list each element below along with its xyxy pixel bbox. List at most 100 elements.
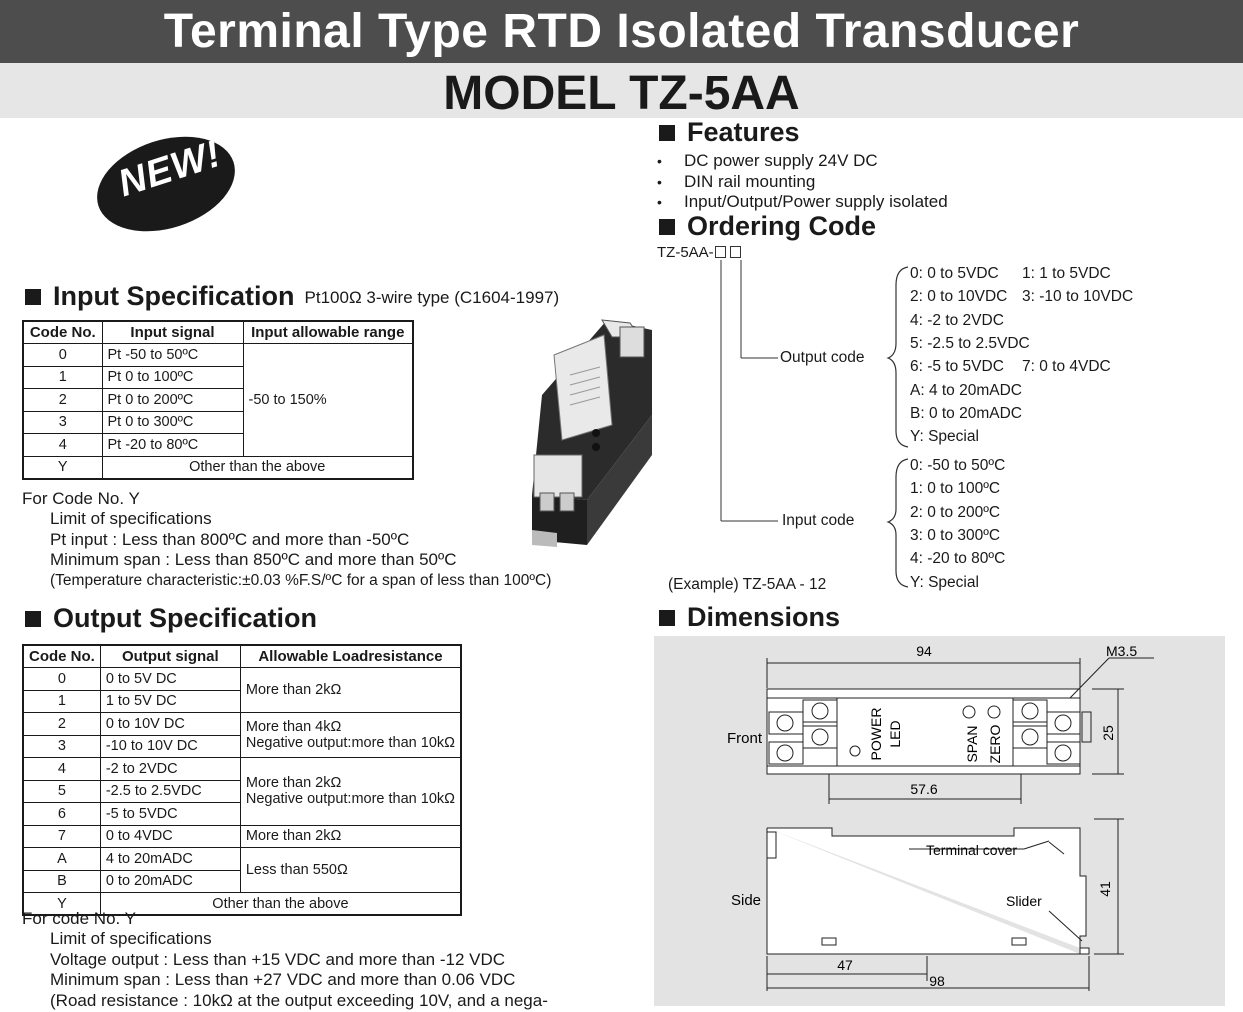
ordering-code-prefix: TZ-5AA- xyxy=(657,244,741,261)
signal-cell: 0 to 10V DC xyxy=(99,712,241,736)
code-cell: 5 xyxy=(22,779,101,803)
input-option: 0: -50 to 50ºC xyxy=(910,457,1006,474)
input-option: Y: Special xyxy=(910,574,979,591)
input-note: Minimum span : Less than 850ºC and more … xyxy=(50,550,457,569)
column-header: Allowable Loadresistance xyxy=(239,644,462,668)
product-image xyxy=(532,319,652,547)
code-cell: 4 xyxy=(22,433,103,457)
output-option: 3: -10 to 10VDC xyxy=(1022,288,1134,305)
load-cell: Less than 550Ω xyxy=(239,847,462,893)
output-option: 2: 0 to 10VDC xyxy=(910,288,1008,305)
column-header: Code No. xyxy=(22,644,101,668)
output-note: Voltage output : Less than +15 VDC and m… xyxy=(50,950,506,969)
code-cell: 2 xyxy=(22,388,103,412)
feature-item: •DC power supply 24V DC xyxy=(657,151,878,170)
code-cell: Y xyxy=(22,455,103,479)
table-row: 6-5 to 5VDC xyxy=(22,802,461,826)
ordering-code-lines xyxy=(720,260,909,588)
input-note: Limit of specifications xyxy=(50,509,212,528)
signal-cell: -2 to 2VDC xyxy=(99,757,241,781)
feature-item: •DIN rail mounting xyxy=(657,171,816,191)
code-cell: 1 xyxy=(22,689,101,713)
column-header: Output signal xyxy=(99,644,241,668)
code-cell: B xyxy=(22,869,101,893)
signal-cell: 0 to 4VDC xyxy=(99,824,241,848)
zero-label: ZERO xyxy=(987,724,1003,763)
output-spec-table: Code No. Output signal Allowable Loadres… xyxy=(22,644,462,916)
code-cell: 3 xyxy=(22,734,101,758)
code-cell: 7 xyxy=(22,824,101,848)
output-note: (Road resistance : 10kΩ at the output ex… xyxy=(50,991,548,1010)
signal-cell: 0 to 5V DC xyxy=(99,667,241,691)
dim-41: 41 xyxy=(1097,881,1113,897)
input-spec-table: Code No. Input signal Input allowable ra… xyxy=(22,320,414,480)
dim-57-6: 57.6 xyxy=(910,781,937,797)
output-note: Minimum span : Less than +27 VDC and mor… xyxy=(50,970,516,989)
input-code-label: Input code xyxy=(782,512,855,529)
ordering-example: (Example) TZ-5AA - 12 xyxy=(668,576,827,593)
code-cell: 2 xyxy=(22,712,101,736)
features-list: •DC power supply 24V DC •DIN rail mounti… xyxy=(657,151,948,213)
column-header: Code No. xyxy=(22,320,103,344)
output-notes-title: For code No. Y xyxy=(22,909,137,928)
code-cell: 6 xyxy=(22,802,101,826)
ordering-heading: Ordering Code xyxy=(659,211,876,242)
signal-cell: Pt 0 to 300ºC xyxy=(101,410,244,434)
input-option: 1: 0 to 100ºC xyxy=(910,480,1001,497)
dim-m35: M3.5 xyxy=(1106,643,1137,659)
input-note: Pt input : Less than 800ºC and more than… xyxy=(50,530,410,549)
output-option: 7: 0 to 4VDC xyxy=(1022,358,1111,375)
features-heading: Features xyxy=(659,117,800,148)
output-code-label: Output code xyxy=(780,349,865,366)
dim-98: 98 xyxy=(929,973,945,989)
signal-cell: Pt -20 to 80ºC xyxy=(101,433,244,457)
output-spec-heading: Output Specification xyxy=(25,603,317,634)
code-cell: 3 xyxy=(22,410,103,434)
terminal-cover-label: Terminal cover xyxy=(926,842,1017,858)
code-cell: 4 xyxy=(22,757,101,781)
other-cell: Other than the above xyxy=(101,455,414,479)
document-title: Terminal Type RTD Isolated Transducer xyxy=(0,0,1243,63)
side-label: Side xyxy=(731,892,761,909)
load-cell: More than 2kΩ xyxy=(239,667,462,713)
signal-cell: Pt 0 to 100ºC xyxy=(101,365,244,389)
dim-47: 47 xyxy=(837,957,853,973)
signal-cell: Pt -50 to 50ºC xyxy=(101,343,244,367)
dimensions-drawing: 94 M3.5 25 Front 57.6 POWER LED SPAN ZER… xyxy=(727,643,1154,991)
model-title: MODEL TZ-5AA xyxy=(0,63,1243,120)
signal-cell: -10 to 10V DC xyxy=(99,734,241,758)
column-header: Input allowable range xyxy=(242,320,414,344)
front-label: Front xyxy=(727,730,763,747)
output-option: 0: 0 to 5VDC xyxy=(910,265,999,282)
load-cell: More than 2kΩ xyxy=(239,824,462,848)
dimensions-heading: Dimensions xyxy=(659,602,840,633)
span-label: SPAN xyxy=(964,725,980,762)
code-cell: Y xyxy=(22,892,101,916)
power-led-label: POWER xyxy=(868,708,884,761)
output-option: 6: -5 to 5VDC xyxy=(910,358,1004,375)
input-option: 4: -20 to 80ºC xyxy=(910,550,1006,567)
column-header: Input signal xyxy=(101,320,244,344)
signal-cell: -5 to 5VDC xyxy=(99,802,241,826)
signal-cell: Pt 0 to 200ºC xyxy=(101,388,244,412)
output-option: 5: -2.5 to 2.5VDC xyxy=(910,335,1030,352)
input-note: (Temperature characteristic:±0.03 %F.S/º… xyxy=(50,572,552,589)
code-cell: A xyxy=(22,847,101,871)
output-option: Y: Special xyxy=(910,428,979,445)
slider-label: Slider xyxy=(1006,893,1042,909)
signal-cell: 0 to 20mADC xyxy=(99,869,241,893)
signal-cell: -2.5 to 2.5VDC xyxy=(99,779,241,803)
signal-cell: 1 to 5V DC xyxy=(99,689,241,713)
signal-cell: 4 to 20mADC xyxy=(99,847,241,871)
